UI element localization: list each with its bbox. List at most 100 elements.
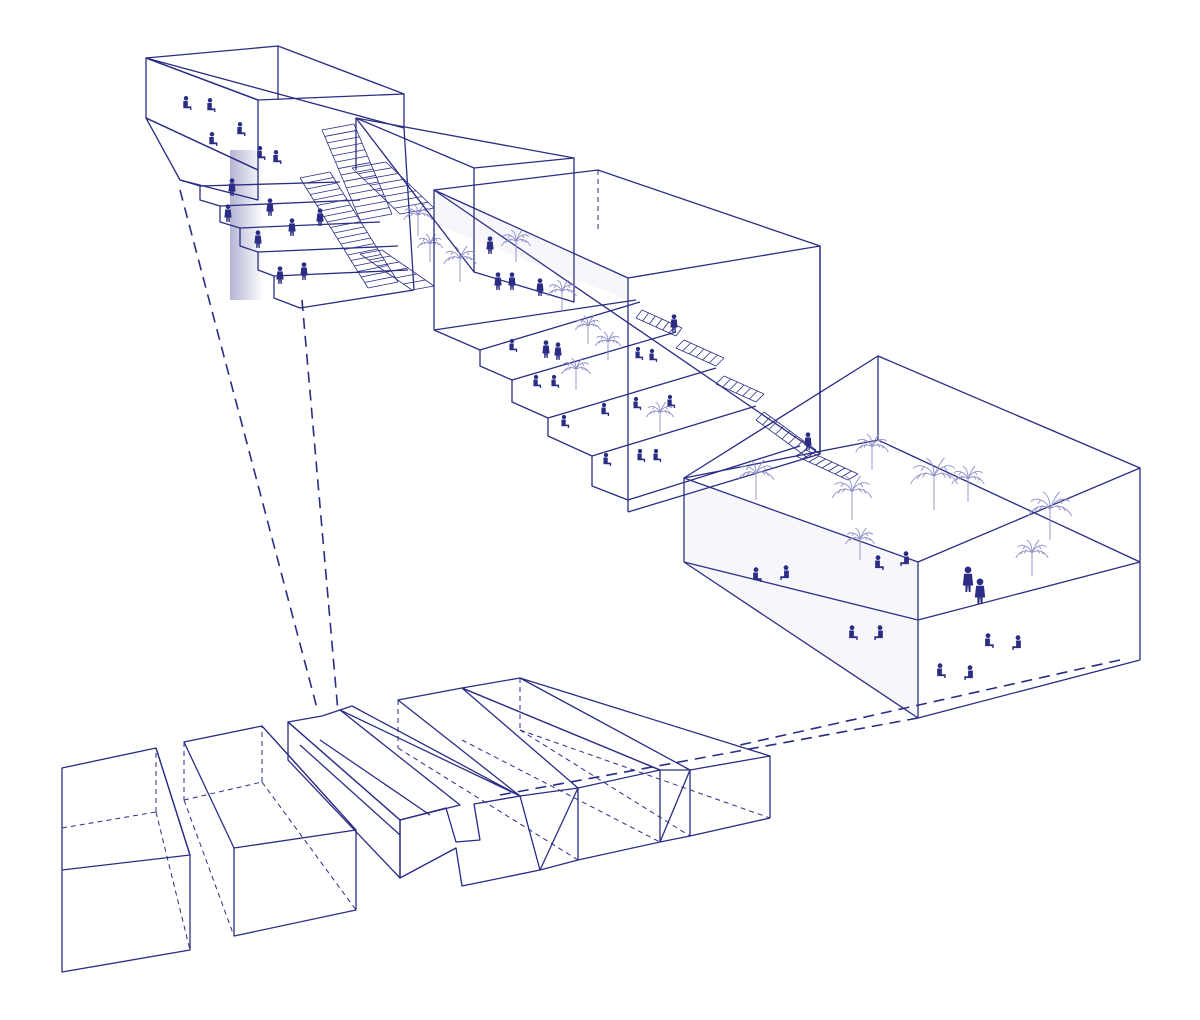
- stair-tread: [847, 473, 859, 481]
- stair-tread: [303, 177, 334, 184]
- stair-tread: [781, 430, 791, 440]
- stair-tread: [347, 248, 378, 256]
- stair-stringer: [635, 317, 677, 337]
- stair-tread: [327, 215, 358, 223]
- stair-tread: [411, 285, 435, 291]
- lower-edge: [917, 659, 1141, 719]
- middle-terrace-edge: [591, 405, 757, 457]
- middle-person-seated-0: [509, 338, 518, 352]
- palm-plant: [594, 331, 622, 361]
- middle-bottom-edge: [627, 453, 821, 513]
- middle-person-standing-5: [542, 340, 550, 358]
- middle-glass-band: [434, 190, 628, 300]
- block-hidden-edge: [61, 811, 157, 829]
- stair-tread: [338, 162, 371, 169]
- stair-tread: [357, 207, 390, 214]
- stair-tread: [381, 190, 417, 198]
- block-edge: [519, 677, 771, 757]
- stair-tread: [364, 276, 395, 283]
- stair-tread: [313, 193, 344, 201]
- stair-tread: [702, 351, 711, 361]
- stair-tread: [675, 327, 683, 337]
- middle-staircase-3: [715, 375, 765, 403]
- stair-tread: [333, 226, 365, 234]
- stair-tread: [735, 384, 745, 394]
- block-inner-edge: [299, 744, 401, 836]
- stair-stringer: [723, 375, 765, 395]
- person-seated-2: [237, 122, 246, 136]
- stair-tread: [749, 390, 758, 400]
- block-edge-top: [339, 705, 521, 797]
- stair-tread: [337, 232, 368, 239]
- stair-tread: [742, 387, 751, 397]
- stair-tread: [299, 171, 331, 179]
- stair-tread: [655, 318, 663, 328]
- person-seated-4: [257, 146, 266, 160]
- lower-person-standing-2: [974, 578, 986, 604]
- palm-plant: [1027, 491, 1073, 541]
- projection-leader-lines: [179, 189, 1121, 796]
- stair-tread: [815, 458, 826, 466]
- stair-stringer: [359, 253, 413, 291]
- stair-tread: [330, 221, 361, 228]
- middle-person-seated-9: [603, 452, 612, 466]
- stair-tread: [775, 425, 784, 435]
- lower-person-seated-7: [1012, 635, 1021, 650]
- block-hidden-edge: [519, 729, 691, 837]
- upper-stepped-profile: [179, 179, 301, 309]
- stair-tread: [354, 259, 385, 267]
- palm-plant: [646, 401, 674, 433]
- stair-tread: [715, 357, 725, 367]
- person-standing-2: [266, 198, 274, 216]
- stair-tread: [385, 267, 409, 273]
- lower-person-standing-1: [962, 566, 974, 592]
- stair-tread: [722, 378, 731, 388]
- lower-room-volume: [683, 355, 1141, 719]
- palm-plant: [737, 459, 775, 501]
- middle-person-seated-10: [637, 448, 646, 462]
- palm-plant: [1015, 539, 1049, 577]
- upper-step-edge: [257, 245, 399, 253]
- palm-plant: [855, 433, 889, 471]
- stair-tread: [695, 348, 705, 358]
- stair-tread: [368, 255, 391, 261]
- block-edge: [155, 747, 191, 856]
- block-edge: [233, 829, 357, 849]
- middle-staircase-2: [675, 339, 725, 367]
- stair-tread: [351, 161, 387, 169]
- stair-tread: [403, 279, 426, 285]
- massing-block-1: [61, 747, 191, 973]
- stair-tread: [323, 210, 354, 217]
- middle-person-seated-11: [653, 448, 662, 462]
- stair-tread: [354, 200, 387, 208]
- stair-stringer: [683, 339, 725, 359]
- upper-edge: [257, 93, 405, 101]
- stair-tread: [675, 339, 685, 349]
- middle-person-seated-1: [635, 346, 644, 360]
- massing-block-4: [339, 687, 661, 871]
- middle-person-standing-1: [494, 272, 502, 290]
- middle-terrace-edge: [511, 331, 677, 381]
- lower-person-seated-9: [964, 665, 973, 680]
- stair-tread: [755, 393, 765, 403]
- massing-block-5: [461, 677, 771, 843]
- stair-stringer: [329, 171, 399, 283]
- massing-block-2: [183, 725, 357, 937]
- stair-tread: [393, 201, 429, 209]
- stair-stringer: [795, 455, 849, 481]
- stair-tread: [340, 237, 371, 245]
- block-outline: [61, 747, 191, 973]
- person-standing-6: [288, 218, 296, 236]
- upper-staircase-3: [299, 171, 399, 289]
- block-hidden-edge: [155, 811, 191, 951]
- middle-terrace-edge: [479, 301, 641, 351]
- middle-terrace-edge: [627, 445, 801, 501]
- lower-floor-line: [683, 561, 919, 621]
- palm-plant: [416, 233, 444, 263]
- person-seated-1: [207, 98, 216, 112]
- middle-edge: [433, 189, 629, 279]
- middle-person-seated-3: [533, 374, 542, 388]
- upper-staircase-2: [351, 161, 435, 215]
- stair-stringer: [351, 167, 401, 215]
- palm-plant: [403, 203, 433, 237]
